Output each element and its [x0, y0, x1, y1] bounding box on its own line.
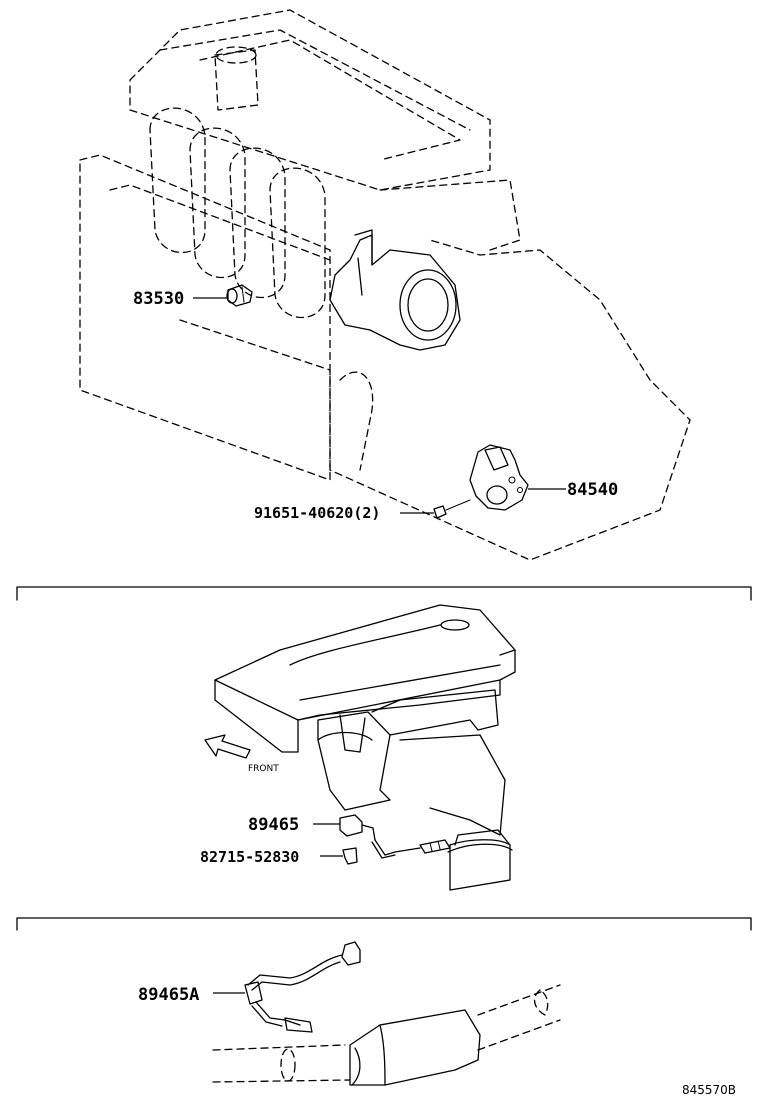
- front-label: FRONT: [248, 764, 279, 774]
- engine-cover-illustration: [214, 604, 516, 891]
- part-label-83530[interactable]: 83530: [133, 289, 184, 309]
- front-arrow-icon: [204, 734, 251, 759]
- part-label-89465a[interactable]: 89465A: [138, 985, 199, 1005]
- sensor-84540-icon: [469, 444, 529, 511]
- section-divider-1: [16, 586, 752, 601]
- part-label-89465[interactable]: 89465: [248, 815, 299, 835]
- engine-illustration: [79, 9, 691, 561]
- exhaust-illustration: [212, 941, 561, 1086]
- part-label-84540[interactable]: 84540: [567, 480, 618, 500]
- part-label-91651[interactable]: 91651-40620(2): [254, 504, 380, 522]
- bolt-91651-icon: [433, 499, 471, 519]
- sensor-83530-icon: [226, 284, 253, 307]
- clamp-82715-icon: [342, 847, 358, 865]
- part-label-82715[interactable]: 82715-52830: [200, 848, 299, 866]
- diagram-reference-code: 845570B: [682, 1083, 736, 1097]
- section-divider-2: [16, 917, 752, 931]
- o2-sensor-89465-icon: [339, 814, 451, 859]
